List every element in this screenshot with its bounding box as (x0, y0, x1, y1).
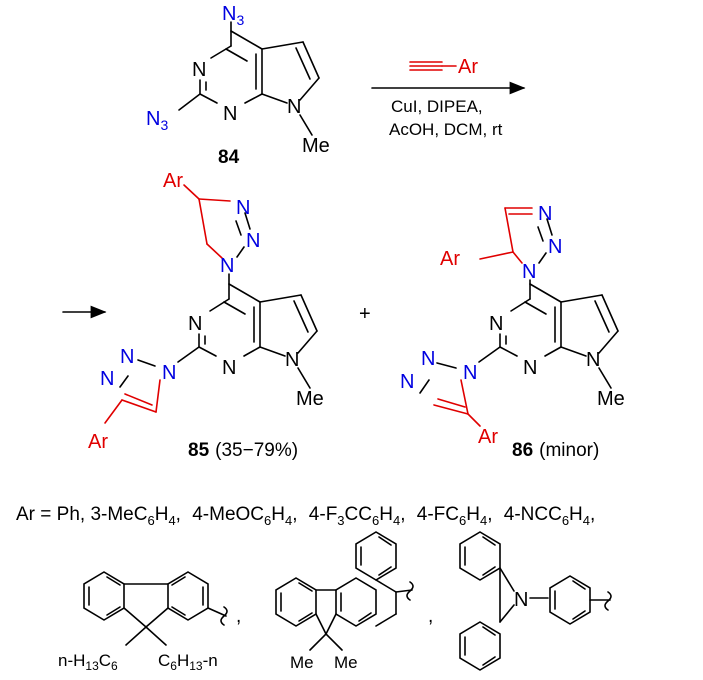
carbazole-N: N (514, 589, 528, 611)
methyl-label: Me (302, 135, 330, 157)
methyl-label: Me (334, 653, 358, 672)
methyl-label: Me (290, 653, 314, 672)
reaction-arrow: Ar CuI, DIPEA, AcOH, DCM, rt (371, 56, 526, 139)
atom-N: N (523, 357, 537, 379)
atom-N: N (463, 362, 477, 384)
hexyl-right: C6H13-n (158, 651, 218, 673)
atom-N: N (192, 59, 206, 81)
atom-N: N (222, 357, 236, 379)
atom-N: N (538, 203, 552, 225)
hexyl-left: n-H13C6 (58, 651, 118, 673)
atom-N: N (223, 103, 237, 125)
atom-N: N (120, 346, 134, 368)
compound-86-caption: 86(minor) (512, 440, 599, 461)
atom-N: N (400, 371, 414, 393)
compound-86: N N N Ar N N N Me N N N (400, 203, 625, 461)
methyl-label: Me (296, 388, 324, 410)
atom-N: N (586, 349, 600, 371)
atom-N: N (162, 362, 176, 384)
aryl-label: Ar (440, 248, 460, 270)
atom-N: N (287, 96, 301, 118)
plus-sign: + (359, 303, 371, 325)
methyl-label: Me (597, 388, 625, 410)
atom-N: N (100, 368, 114, 390)
atom-N: N (220, 255, 234, 277)
atom-N: N (548, 236, 562, 258)
reagent-ar: Ar (458, 56, 478, 78)
atom-N: N (246, 230, 260, 252)
atom-N: N (236, 197, 250, 219)
conditions-line-2: AcOH, DCM, rt (389, 120, 503, 139)
carbazolylphenyl-structure: N (459, 531, 612, 671)
separator-comma: , (428, 606, 433, 627)
separator-comma: , (236, 606, 241, 627)
fluorenyl-structure: n-H13C6 C6H13-n , (58, 571, 241, 673)
atom-N: N (421, 348, 435, 370)
atom-N: N (285, 349, 299, 371)
compound-85-caption: 85(35−79%) (188, 440, 298, 461)
conditions-line-1: CuI, DIPEA, (391, 97, 483, 116)
aryl-label: Ar (88, 431, 108, 453)
compound-number-84: 84 (218, 147, 240, 168)
compound-84: N N N Me N3 N3 84 (146, 3, 330, 168)
compound-85: N N N Ar N N N Me N N N (88, 170, 324, 461)
atom-N: N (188, 313, 202, 335)
atom-N: N (522, 261, 536, 283)
aryl-label: Ar (478, 426, 498, 448)
benzofluorenyl-structure: Me Me , (275, 531, 433, 672)
ar-definition: Ar = Ph, 3-MeC6H4, 4-MeOC6H4, 4-F3CC6H4,… (16, 504, 595, 528)
aryl-label: Ar (163, 170, 183, 192)
atom-N: N (489, 313, 503, 335)
azide-top: N3 (222, 3, 244, 28)
azide-left: N3 (146, 108, 168, 133)
